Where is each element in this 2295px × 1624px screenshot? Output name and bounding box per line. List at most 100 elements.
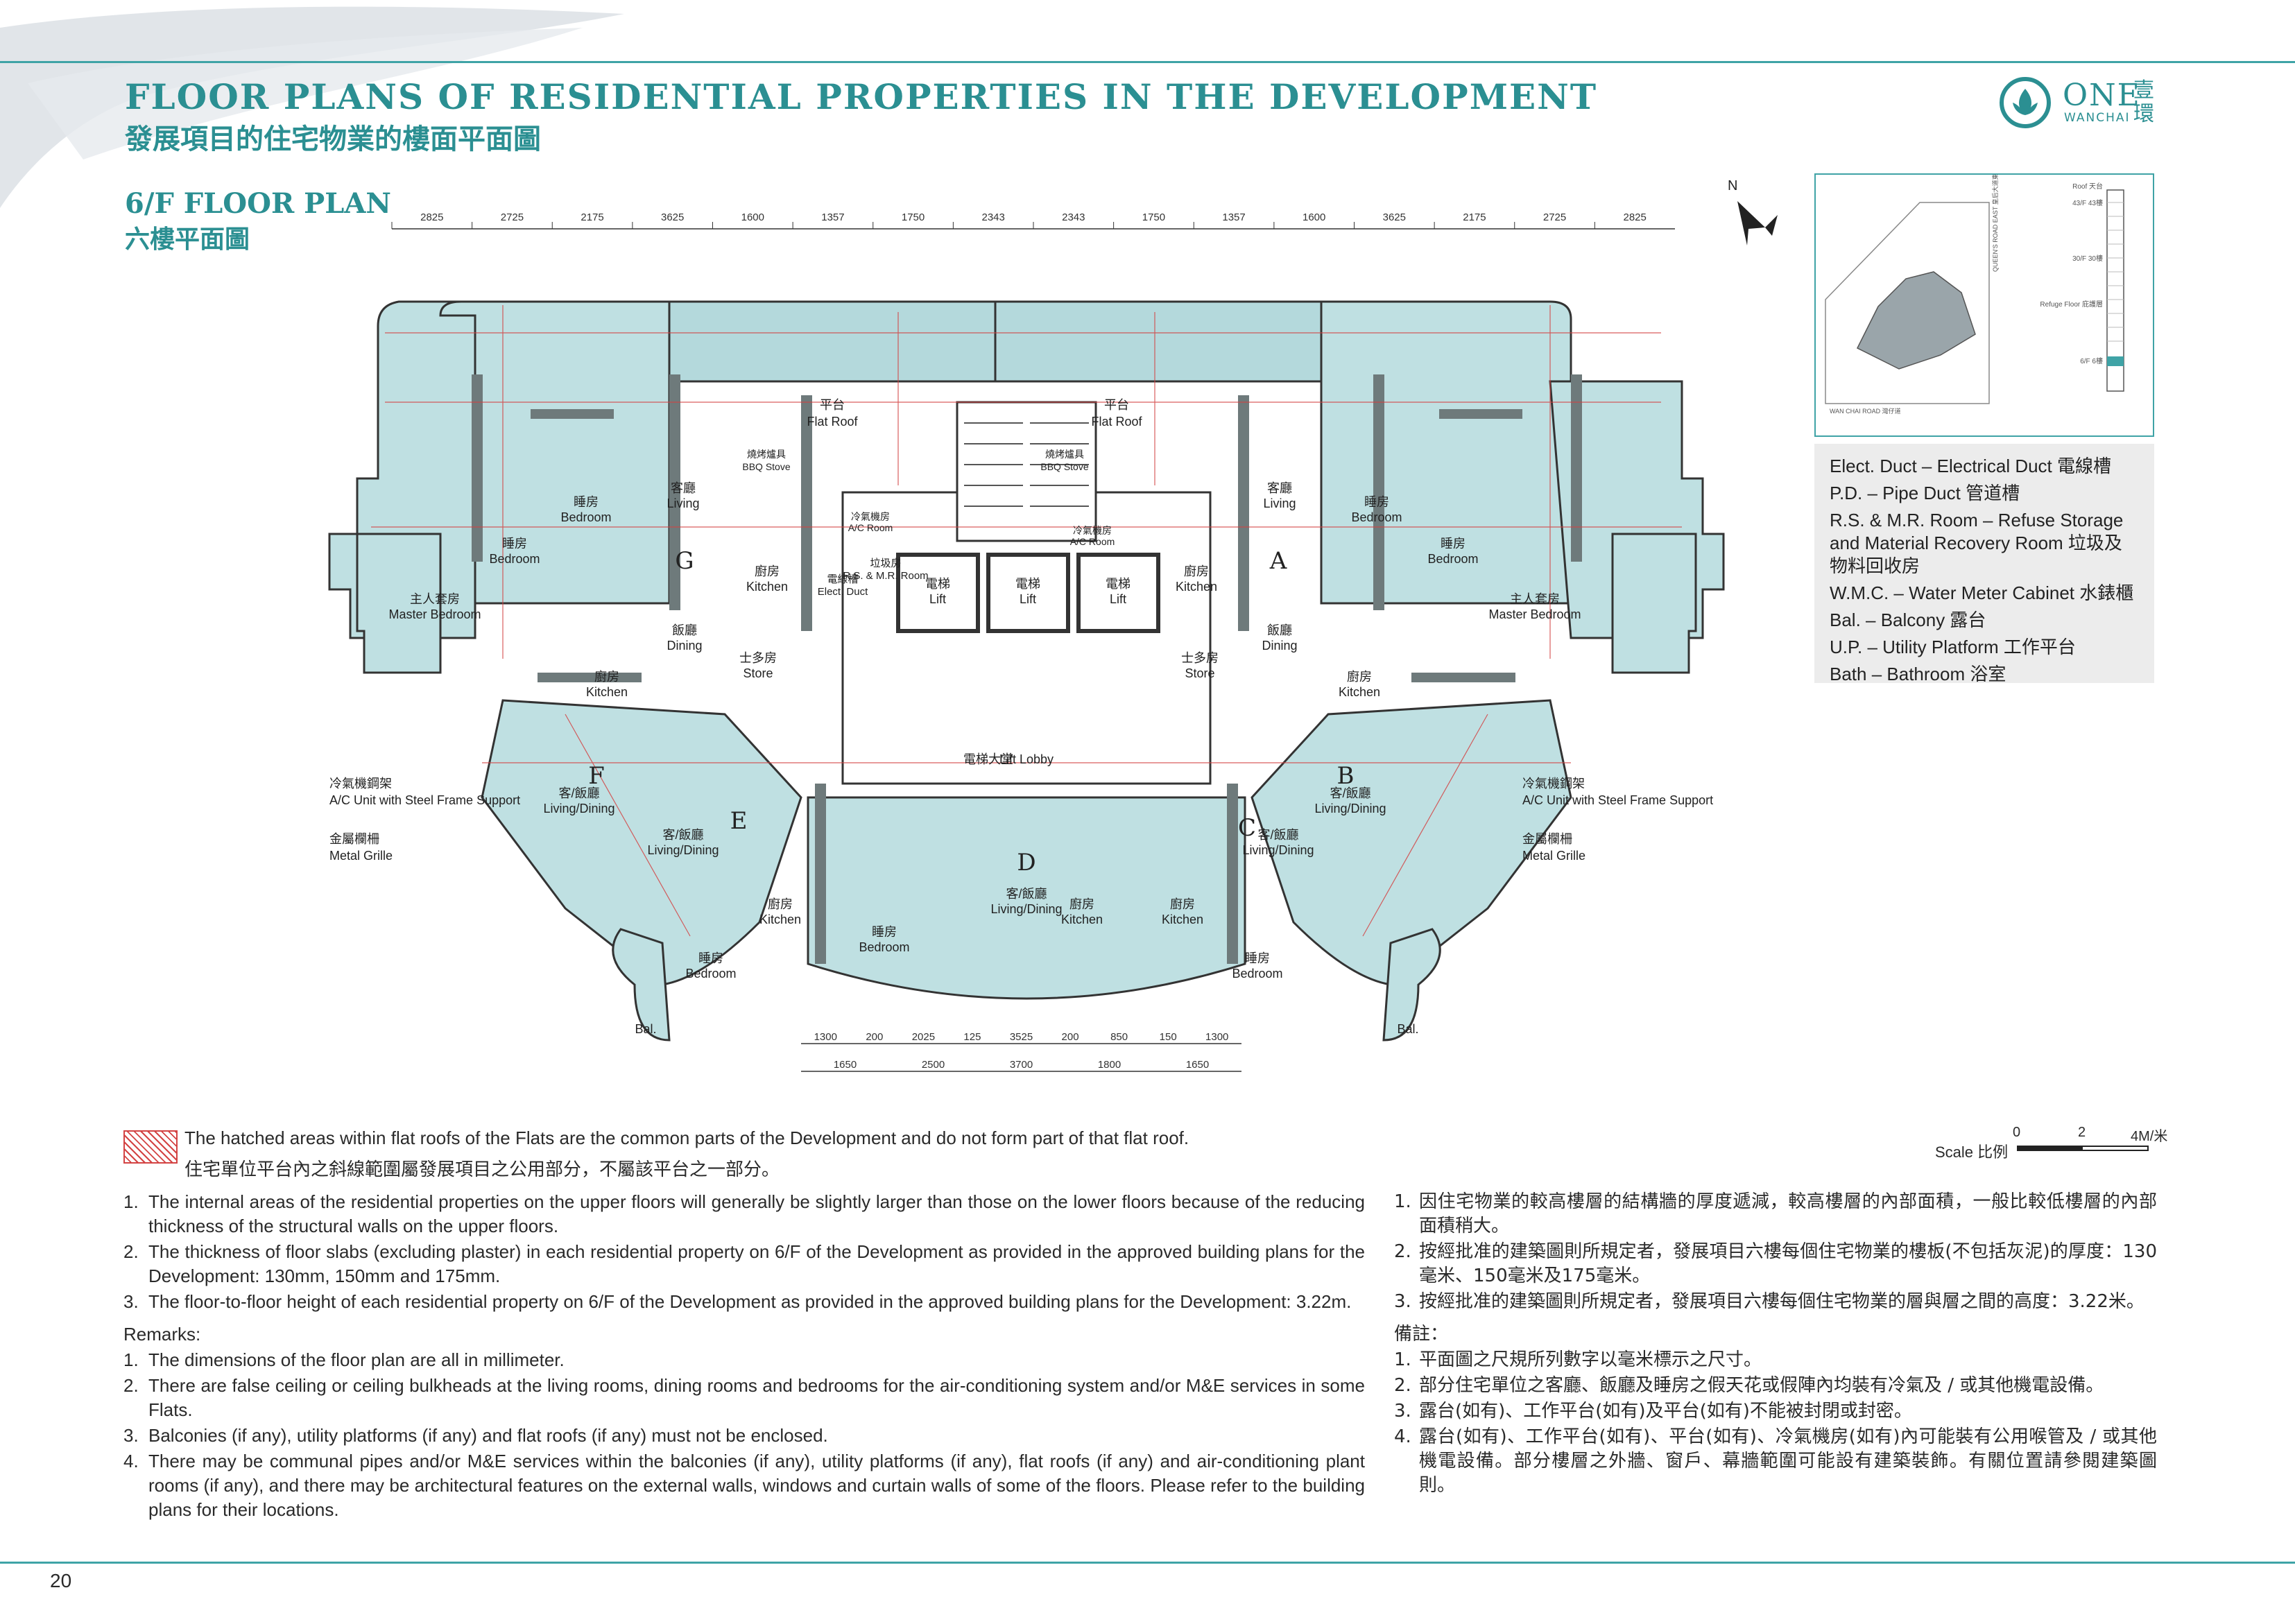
scale-max: 4M/米 bbox=[2131, 1129, 2168, 1144]
flat-roof-g: Flat Roof bbox=[807, 415, 858, 429]
hatch-note-zh: 住宅單位平台內之斜線範圍屬發展項目之公用部分，不屬該平台之一部分。 bbox=[184, 1159, 780, 1180]
living-dining-b: Living/Dining bbox=[1314, 802, 1386, 815]
note-item: 2.The thickness of floor slabs (excludin… bbox=[123, 1241, 1365, 1286]
dimension-label: 2725 bbox=[501, 211, 524, 223]
dimension-label: 1300 bbox=[814, 1031, 837, 1043]
dimension-label: 2343 bbox=[982, 211, 1005, 223]
north-label: N bbox=[1728, 178, 1737, 193]
living-dining-d-zh: 客/飯廳 bbox=[1006, 887, 1047, 901]
legend-item: R.S. & M.R. Room – Refuse Storage and Ma… bbox=[1830, 510, 2124, 576]
dimension-label: 2825 bbox=[1624, 211, 1647, 223]
logo-subtext: WANCHAI bbox=[2064, 111, 2131, 125]
unit-a-label: A bbox=[1269, 547, 1287, 575]
unit-b-label: B bbox=[1337, 762, 1355, 790]
unit-d-label: D bbox=[1017, 849, 1035, 876]
dimension-label: 1650 bbox=[834, 1059, 857, 1071]
key-level-refuge: Refuge Floor 庇護層 bbox=[2040, 300, 2103, 309]
scale-mid: 2 bbox=[2078, 1125, 2086, 1140]
balcony-e: Bal. bbox=[635, 1022, 656, 1036]
unit-e-label: E bbox=[730, 807, 748, 835]
remark-item: 4.There may be communal pipes and/or M&E… bbox=[123, 1451, 1365, 1520]
living-a: Living bbox=[1263, 496, 1296, 510]
metal-grille-west-zh: 金屬欄柵 bbox=[329, 832, 379, 846]
dimension-label: 3700 bbox=[1010, 1059, 1033, 1071]
bedroom-c-zh: 睡房 bbox=[1245, 951, 1270, 965]
living-g-zh: 客廳 bbox=[671, 481, 696, 495]
bedroom-g2: Bedroom bbox=[489, 552, 540, 566]
footer-rule bbox=[0, 1562, 2295, 1564]
living-dining-f: Living/Dining bbox=[543, 802, 614, 815]
store-a: Store bbox=[1185, 666, 1214, 680]
dimension-label: 125 bbox=[963, 1031, 981, 1043]
remarks-heading: Remarks: bbox=[123, 1324, 201, 1345]
dimension-label: 3525 bbox=[1010, 1031, 1033, 1043]
page-number: 20 bbox=[50, 1570, 72, 1591]
brush-stroke-decoration bbox=[0, 6, 624, 208]
ac-room-g: A/C Room bbox=[848, 522, 893, 533]
bedroom-a-zh: 睡房 bbox=[1364, 495, 1389, 509]
dining-a-zh: 飯廳 bbox=[1267, 623, 1292, 637]
unit-g-label: G bbox=[675, 547, 694, 575]
plan-title-zh: 六樓平面圖 bbox=[125, 225, 250, 254]
ac-unit-east: A/C Unit with Steel Frame Support bbox=[1522, 793, 1713, 807]
page-title: FLOOR PLANS OF RESIDENTIAL PROPERTIES IN… bbox=[125, 76, 1598, 117]
flat-roof-a: Flat Roof bbox=[1091, 415, 1142, 429]
hatch-swatch bbox=[123, 1130, 178, 1164]
master-bedroom-g: Master Bedroom bbox=[388, 607, 481, 621]
notes-english: 1.The internal areas of the residential … bbox=[123, 1190, 1365, 1523]
rs-room-zh: 垃圾房 bbox=[870, 558, 901, 569]
dimension-label: 3625 bbox=[1383, 211, 1406, 223]
living-dining-e: Living/Dining bbox=[647, 843, 719, 857]
kitchen-e-zh: 廚房 bbox=[768, 897, 793, 911]
bedroom-e-zh: 睡房 bbox=[698, 951, 723, 965]
key-level-6: 6/F 6樓 bbox=[2080, 356, 2103, 365]
dimension-label: 2725 bbox=[1543, 211, 1566, 223]
dining-g: Dining bbox=[667, 639, 702, 653]
legend-item: Bal. – Balcony 露台 bbox=[1830, 610, 1986, 630]
master-bedroom-g-zh: 主人套房 bbox=[410, 592, 460, 606]
key-level-30: 30/F 30樓 bbox=[2072, 254, 2103, 263]
dining-a: Dining bbox=[1262, 639, 1297, 653]
master-bedroom-a: Master Bedroom bbox=[1488, 607, 1581, 621]
dimension-label: 2025 bbox=[912, 1031, 935, 1043]
key-plan-road: WAN CHAI ROAD 灣仔道 bbox=[1830, 407, 1901, 415]
kitchen-g-zh: 廚房 bbox=[755, 564, 780, 578]
store-a-zh: 士多房 bbox=[1181, 651, 1219, 665]
lift-lobby-zh: 電梯大堂 bbox=[963, 752, 1013, 766]
rs-room: R.S. & M.R. Room bbox=[843, 570, 928, 582]
legend-item: P.D. – Pipe Duct 管道槽 bbox=[1830, 483, 2020, 503]
hatch-note: The hatched areas within flat roofs of t… bbox=[184, 1128, 1189, 1148]
living-dining-c-zh: 客/飯廳 bbox=[1257, 828, 1298, 842]
lotus-logo-icon bbox=[2000, 77, 2051, 128]
lift-3-zh: 電梯 bbox=[1106, 577, 1131, 591]
lift-1-zh: 電梯 bbox=[925, 577, 950, 591]
note-item: 1.The internal areas of the residential … bbox=[123, 1191, 1365, 1236]
elect-duct: Elect. Duct bbox=[818, 586, 868, 598]
metal-grille-east: Metal Grille bbox=[1522, 849, 1585, 863]
living-dining-c: Living/Dining bbox=[1242, 843, 1314, 857]
dimension-label: 1650 bbox=[1186, 1059, 1209, 1071]
bedroom-d-zh: 睡房 bbox=[872, 925, 897, 939]
lift-2: Lift bbox=[1020, 592, 1036, 606]
bedroom-a2-zh: 睡房 bbox=[1441, 537, 1465, 551]
kitchen-b: Kitchen bbox=[1339, 685, 1380, 699]
lift-3: Lift bbox=[1110, 592, 1126, 606]
note-item-zh: 3.按經批准的建築圖則所規定者，發展項目六樓每個住宅物業的層與層之間的高度：3.… bbox=[1394, 1291, 2144, 1312]
dimension-label: 1800 bbox=[1098, 1059, 1121, 1071]
brand-logo: ONE WANCHAI 壹環 bbox=[1997, 75, 2164, 130]
scale-graphic bbox=[2017, 1146, 2149, 1151]
dimension-label: 150 bbox=[1160, 1031, 1177, 1043]
bbq-stove-a-zh: 燒烤爐具 bbox=[1045, 449, 1084, 460]
note-item-zh: 2.按經批准的建築圖則所規定者，發展項目六樓每個住宅物業的樓板(不包括灰泥)的厚… bbox=[1394, 1241, 2157, 1286]
living-dining-b-zh: 客/飯廳 bbox=[1330, 786, 1370, 800]
ac-room-a: A/C Room bbox=[1070, 536, 1115, 547]
living-dining-d: Living/Dining bbox=[990, 902, 1062, 916]
dimension-label: 1357 bbox=[821, 211, 844, 223]
lift-1: Lift bbox=[929, 592, 946, 606]
key-level-roof: Roof 天台 bbox=[2072, 182, 2103, 191]
dimension-label: 2500 bbox=[922, 1059, 945, 1071]
dimension-label: 2825 bbox=[420, 211, 443, 223]
key-plan-road-2: QUEEN'S ROAD EAST 皇后大道東 bbox=[1991, 175, 1999, 272]
